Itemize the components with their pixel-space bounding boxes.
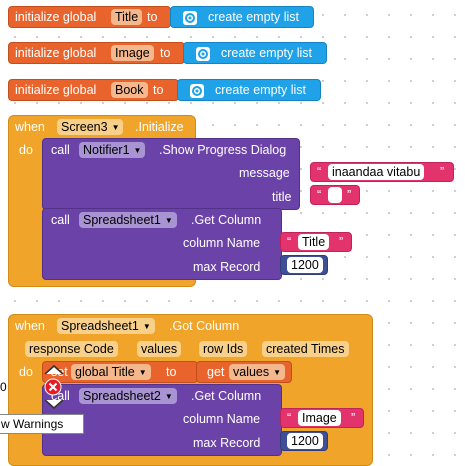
gear-icon[interactable]	[183, 11, 197, 25]
when-label: when	[15, 120, 45, 134]
warning-navigation	[40, 362, 68, 414]
param-title-label: title	[272, 190, 292, 204]
global-name-field[interactable]: Title	[111, 9, 143, 25]
create-empty-list-block[interactable]: create empty list	[170, 6, 314, 28]
component-dropdown[interactable]: Spreadsheet1▼	[57, 318, 155, 334]
global-name-field[interactable]: Book	[111, 82, 148, 98]
error-icon[interactable]	[44, 378, 62, 396]
event-param-response-code[interactable]: response Code	[25, 341, 118, 357]
global-title-block[interactable]: initialize global Title to	[8, 6, 171, 28]
chevron-down-icon: ▼	[138, 368, 147, 377]
event-name-label: .Initialize	[135, 120, 184, 134]
warning-next-arrow-icon[interactable]	[43, 398, 65, 410]
call-spreadsheet1-get-column[interactable]: call Spreadsheet1▼ .Get Column column Na…	[42, 208, 282, 280]
component-name: Spreadsheet1	[83, 213, 161, 227]
number-field[interactable]: 1200	[287, 257, 323, 273]
create-empty-list-block[interactable]: create empty list	[177, 79, 321, 101]
global-name-field[interactable]: Image	[111, 45, 154, 61]
chevron-down-icon: ▼	[142, 322, 151, 331]
open-quote-icon: “	[287, 411, 292, 425]
global-to-label: to	[147, 10, 158, 24]
variable-dropdown[interactable]: global Title▼	[71, 364, 151, 380]
text-block-title[interactable]: “ ”	[310, 185, 360, 205]
global-book-block[interactable]: initialize global Book to	[8, 79, 179, 101]
component-dropdown[interactable]: Screen3▼	[57, 119, 124, 135]
show-warnings-label: w Warnings	[1, 417, 64, 431]
number-field[interactable]: 1200	[287, 433, 323, 449]
get-label: get	[207, 365, 225, 379]
close-quote-icon: ”	[351, 411, 356, 425]
text-field[interactable]: inaandaa vitabu	[328, 164, 425, 180]
do-label: do	[19, 365, 33, 379]
create-empty-list-label: create empty list	[215, 83, 307, 97]
close-quote-icon: ”	[440, 165, 445, 179]
open-quote-icon: “	[317, 188, 322, 202]
param-max-record-label: max Record	[193, 260, 261, 274]
component-name: Screen3	[61, 120, 108, 134]
param-message-label: message	[239, 166, 290, 180]
text-field[interactable]	[328, 187, 342, 203]
event-param-row-ids[interactable]: row Ids	[199, 341, 248, 357]
create-empty-list-label: create empty list	[208, 10, 300, 24]
chevron-down-icon: ▼	[133, 146, 142, 155]
warning-previous-arrow-icon[interactable]	[43, 364, 65, 376]
get-values-block[interactable]: get values▼	[196, 361, 292, 383]
global-to-label: to	[153, 83, 164, 97]
component-dropdown[interactable]: Notifier1▼	[79, 142, 146, 158]
param-column-name-label: column Name	[183, 412, 261, 426]
chevron-down-icon: ▼	[273, 368, 282, 377]
close-quote-icon: ”	[339, 235, 344, 249]
variable-dropdown[interactable]: values▼	[229, 364, 286, 380]
show-warnings-button[interactable]: w Warnings	[0, 414, 84, 434]
number-block-max-record[interactable]: 1200	[280, 431, 328, 451]
text-field[interactable]: Title	[298, 234, 330, 250]
set-to-label: to	[166, 365, 177, 379]
component-name: Spreadsheet2	[83, 389, 161, 403]
global-prefix-label: initialize global	[15, 46, 97, 60]
event-name-label: .Got Column	[169, 319, 240, 333]
error-count: 0	[0, 380, 7, 394]
component-name: Spreadsheet1	[61, 319, 139, 333]
text-block-column-name[interactable]: “ Title ”	[280, 232, 352, 252]
variable-name: values	[233, 365, 270, 379]
param-column-name-label: column Name	[183, 236, 261, 250]
gear-icon[interactable]	[190, 84, 204, 98]
global-prefix-label: initialize global	[15, 83, 97, 97]
number-block-max-record[interactable]: 1200	[280, 255, 328, 275]
create-empty-list-block[interactable]: create empty list	[183, 42, 327, 64]
when-label: when	[15, 319, 45, 333]
global-to-label: to	[160, 46, 171, 60]
text-block-column-name[interactable]: “ Image ”	[280, 408, 364, 428]
param-max-record-label: max Record	[193, 436, 261, 450]
close-quote-icon: ”	[347, 188, 352, 202]
chevron-down-icon: ▼	[164, 392, 173, 401]
method-name-label: .Get Column	[191, 389, 262, 403]
text-field[interactable]: Image	[298, 410, 341, 426]
open-quote-icon: “	[287, 235, 292, 249]
global-image-block[interactable]: initialize global Image to	[8, 42, 185, 64]
call-label: call	[51, 213, 70, 227]
method-name-label: .Show Progress Dialog	[159, 143, 287, 157]
global-prefix-label: initialize global	[15, 10, 97, 24]
do-label: do	[19, 143, 33, 157]
component-dropdown[interactable]: Spreadsheet2▼	[79, 388, 177, 404]
call-notifier-show-progress-dialog[interactable]: call Notifier1▼ .Show Progress Dialog me…	[42, 138, 300, 210]
component-dropdown[interactable]: Spreadsheet1▼	[79, 212, 177, 228]
event-param-created-times[interactable]: created Times	[262, 341, 349, 357]
event-param-values[interactable]: values	[137, 341, 182, 357]
method-name-label: .Get Column	[191, 213, 262, 227]
create-empty-list-label: create empty list	[221, 46, 313, 60]
chevron-down-icon: ▼	[164, 216, 173, 225]
call-label: call	[51, 143, 70, 157]
text-block-message[interactable]: “ inaandaa vitabu ”	[310, 162, 454, 182]
component-name: Notifier1	[83, 143, 130, 157]
variable-name: global Title	[75, 365, 135, 379]
gear-icon[interactable]	[196, 47, 210, 61]
chevron-down-icon: ▼	[111, 123, 120, 132]
open-quote-icon: “	[317, 165, 322, 179]
